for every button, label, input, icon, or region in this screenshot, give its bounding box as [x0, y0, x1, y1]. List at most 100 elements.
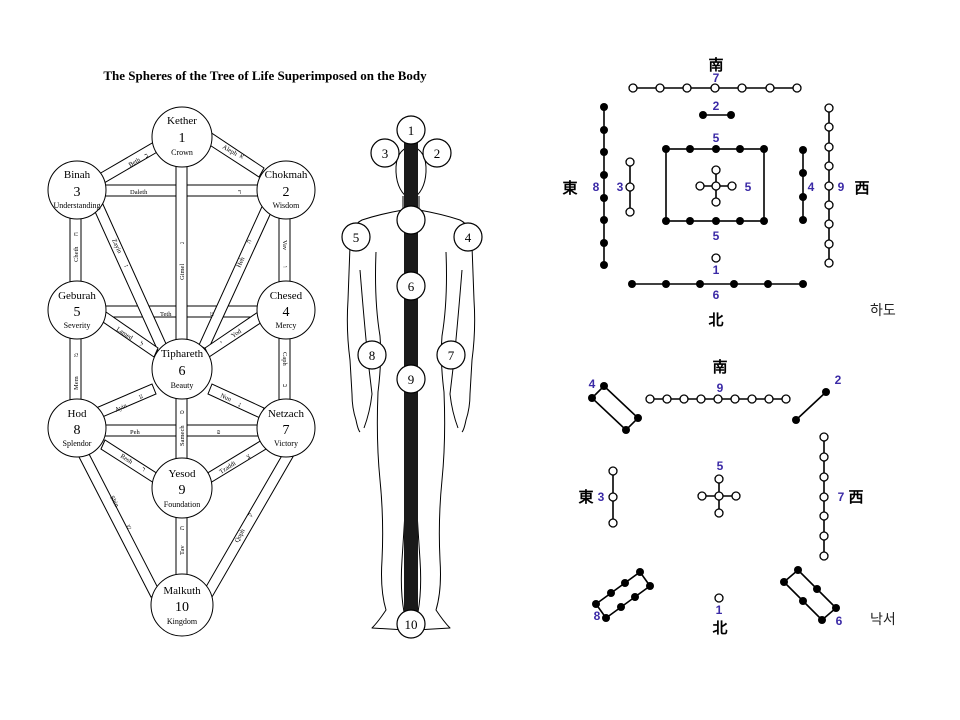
body-sphere-number: 6 [408, 279, 415, 294]
hado-center-cross [696, 166, 736, 206]
sphere-meaning: Beauty [171, 381, 194, 390]
body-sphere-number: 8 [369, 348, 376, 363]
nakseo-num-top-right: 2 [835, 373, 842, 387]
path-letter-peh: פ [217, 429, 221, 436]
nakseo-top-left [588, 382, 642, 434]
hado-west: 西 [854, 179, 869, 197]
nakseo-num-center: 5 [717, 459, 724, 473]
hado-num-bottom-outer: 6 [713, 288, 720, 302]
nakseo-top-row [646, 395, 790, 403]
tree-title: The Spheres of the Tree of Life Superimp… [103, 68, 427, 83]
body-sphere-9: 9 [397, 365, 425, 393]
sphere-number: 4 [283, 305, 290, 320]
sphere-meaning: Victory [274, 439, 298, 448]
path-label-teth: Teth [160, 311, 172, 318]
hado-bottom-row [628, 280, 807, 288]
body-sphere-8: 8 [358, 341, 386, 369]
hado-num-right-inner: 4 [808, 180, 815, 194]
body-sphere-1: 1 [397, 116, 425, 144]
body-sphere-number: 3 [382, 146, 389, 161]
body-sphere-number: 5 [353, 230, 360, 245]
hado-left-inner [626, 158, 634, 216]
nakseo-center-cross [698, 475, 740, 517]
sphere-meaning: Foundation [164, 500, 200, 509]
path-letter-tav: ת [179, 526, 186, 530]
body-sphere-2: 2 [423, 139, 451, 167]
hado-right-inner [799, 146, 807, 224]
hado-num-top: 7 [713, 71, 720, 85]
body-sphere-10: 10 [397, 610, 425, 638]
nakseo-right [820, 433, 828, 560]
hado-caption: 하도 [870, 303, 896, 319]
path-label-vav: Vav [281, 240, 288, 251]
path-label-mem: Mem [73, 376, 80, 390]
nakseo-east: 東 [578, 488, 593, 506]
nakseo-left [609, 467, 617, 527]
path-letter-caph: כ [281, 384, 288, 387]
body-sphere-3: 3 [371, 139, 399, 167]
sphere-chesed: Chesed 4 Mercy [257, 281, 315, 339]
sphere-number: 9 [179, 483, 186, 498]
hado-num-bottom-inner: 1 [713, 263, 720, 277]
path-label-tav: Tav [179, 545, 186, 555]
sphere-number: 10 [175, 600, 189, 615]
path-label-peh: Peh [130, 429, 141, 436]
body-sphere-number: 2 [434, 146, 441, 161]
body-sphere-number: 10 [405, 617, 418, 632]
sphere-number: 1 [179, 131, 186, 146]
nakseo-num-top: 9 [717, 381, 724, 395]
nakseo-bottom-left [592, 568, 654, 622]
path-tzaddi [206, 440, 266, 483]
path-letter-samech: ס [179, 410, 186, 414]
hado-num-center-top: 5 [713, 131, 720, 145]
hado-num-top-inner: 2 [713, 99, 720, 113]
sphere-number: 8 [74, 423, 81, 438]
nakseo-south: 南 [712, 358, 727, 376]
sphere-name: Hod [68, 408, 87, 420]
body-sphere-throat [397, 206, 425, 234]
sphere-number: 7 [283, 423, 290, 438]
sphere-geburah: Geburah 5 Severity [48, 281, 106, 339]
path-letter-cheth: ח [73, 232, 80, 236]
body-sphere-6: 6 [397, 272, 425, 300]
sphere-binah: Binah 3 Understanding [48, 161, 106, 219]
sphere-name: Chokmah [265, 169, 308, 181]
nakseo-top-right [792, 388, 830, 424]
nakseo-num-bottom-right: 6 [836, 614, 843, 628]
nakseo-num-bottom: 1 [716, 603, 723, 617]
sphere-number: 6 [179, 364, 186, 379]
path-label-cheth: Cheth [73, 246, 80, 262]
sphere-hod: Hod 8 Splendor [48, 399, 106, 457]
path-letter-mem: מ [73, 353, 80, 357]
sphere-meaning: Kingdom [167, 617, 198, 626]
hado-num-left-outer: 8 [593, 180, 600, 194]
hado-num-right-outer: 9 [838, 180, 845, 194]
sphere-kether: Kether 1 Crown [152, 107, 212, 167]
hado-diagram: 南 北 東 西 7 2 5 5 5 [562, 56, 895, 329]
nakseo-num-right: 7 [838, 490, 845, 504]
path-nun [208, 384, 264, 418]
nakseo-caption: 낙서 [870, 612, 896, 628]
path-label-caph: Caph [281, 352, 288, 366]
body-sphere-7: 7 [437, 341, 465, 369]
sphere-name: Netzach [268, 408, 305, 420]
hado-bottom-inner [712, 254, 720, 262]
nakseo-num-top-left: 4 [589, 377, 596, 391]
sphere-name: Malkuth [163, 585, 201, 597]
path-letter-daleth: ד [238, 189, 241, 196]
hado-top-row [629, 84, 801, 92]
sphere-chokmah: Chokmah 2 Wisdom [257, 161, 315, 219]
sphere-meaning: Wisdom [273, 201, 301, 210]
sphere-netzach: Netzach 7 Victory [257, 399, 315, 457]
hado-num-left-inner: 3 [617, 180, 624, 194]
body-sphere-number: 9 [408, 372, 415, 387]
sphere-name: Kether [167, 115, 197, 127]
hado-east: 東 [562, 179, 577, 197]
path-label-daleth: Daleth [130, 189, 148, 196]
nakseo-bottom [715, 594, 723, 602]
nakseo-north: 北 [712, 619, 727, 637]
body-sphere-5: 5 [342, 223, 370, 251]
path-letter-gimel: ג [179, 242, 186, 244]
hado-north: 北 [708, 311, 723, 329]
